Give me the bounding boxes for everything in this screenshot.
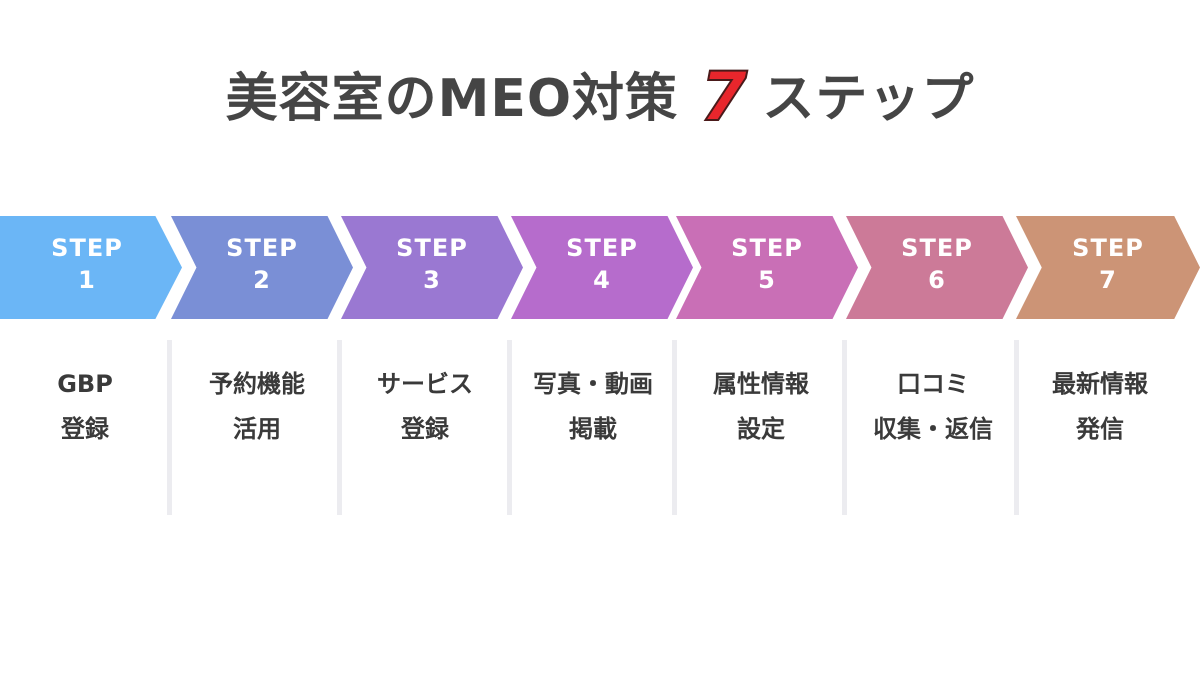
title-text: 美容室のMEO対策 xyxy=(225,69,679,129)
title-number: 7 xyxy=(699,58,749,137)
step-chevron-7: STEP 7 xyxy=(1016,216,1200,319)
step-label: STEP xyxy=(901,234,973,262)
step-chevron-4: STEP 4 xyxy=(511,216,693,319)
title-suffix: ステップ xyxy=(762,69,975,129)
step-number: 1 xyxy=(78,266,96,294)
step-description-line: 最新情報 xyxy=(1052,370,1148,398)
step-number: 5 xyxy=(758,266,776,294)
step-number: 2 xyxy=(253,266,271,294)
step-description-4: 写真・動画 掲載 xyxy=(508,362,678,452)
step-description-line: 属性情報 xyxy=(713,370,809,398)
step-label: STEP xyxy=(396,234,468,262)
step-label: STEP xyxy=(731,234,803,262)
step-description-7: 最新情報 発信 xyxy=(1015,362,1185,452)
step-description-line: 設定 xyxy=(737,415,785,443)
step-description-5: 属性情報 設定 xyxy=(676,362,846,452)
step-description-line: サービス xyxy=(377,370,473,398)
step-chevron-3: STEP 3 xyxy=(341,216,523,319)
step-number: 7 xyxy=(1099,266,1117,294)
step-description-6: 口コミ 収集・返信 xyxy=(848,362,1018,452)
column-divider xyxy=(167,340,172,515)
step-chevron-2: STEP 2 xyxy=(171,216,353,319)
step-description-line: 登録 xyxy=(401,415,449,443)
step-number: 6 xyxy=(928,266,946,294)
step-label: STEP xyxy=(1072,234,1144,262)
step-description-line: 掲載 xyxy=(569,415,617,443)
step-label: STEP xyxy=(566,234,638,262)
column-divider xyxy=(842,340,847,515)
step-chevron-row: STEP 1 STEP 2 STEP 3 STEP 4 STEP 5 STEP 6 STEP… xyxy=(0,216,1200,319)
step-description-line: 発信 xyxy=(1076,415,1124,443)
step-description-line: 活用 xyxy=(233,415,281,443)
step-description-line: 登録 xyxy=(61,415,109,443)
step-chevron-5: STEP 5 xyxy=(676,216,858,319)
step-description-line: 写真・動画 xyxy=(533,370,653,398)
column-divider xyxy=(507,340,512,515)
step-description-line: 予約機能 xyxy=(209,370,305,398)
step-description-line: GBP xyxy=(57,370,113,398)
column-divider xyxy=(1014,340,1019,515)
column-divider xyxy=(672,340,677,515)
step-chevron-1: STEP 1 xyxy=(0,216,182,319)
step-description-line: 収集・返信 xyxy=(873,415,993,443)
step-description-line: 口コミ xyxy=(897,370,969,398)
step-chevron-6: STEP 6 xyxy=(846,216,1028,319)
column-divider xyxy=(337,340,342,515)
step-description-row: GBP 登録 予約機能 活用 サービス 登録 写真・動画 掲載 属性情報 設定 … xyxy=(0,340,1200,515)
step-label: STEP xyxy=(226,234,298,262)
step-number: 3 xyxy=(423,266,441,294)
step-description-3: サービス 登録 xyxy=(340,362,510,452)
step-label: STEP xyxy=(51,234,123,262)
step-description-2: 予約機能 活用 xyxy=(172,362,342,452)
step-number: 4 xyxy=(593,266,611,294)
step-description-1: GBP 登録 xyxy=(0,362,170,452)
